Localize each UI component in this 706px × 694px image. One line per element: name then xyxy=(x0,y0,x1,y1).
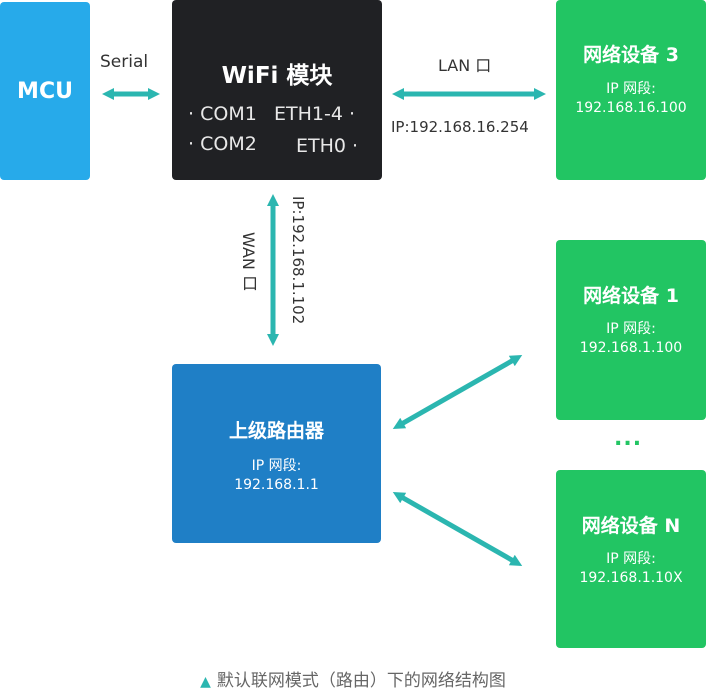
diagram-caption: ▲ 默认联网模式（路由）下的网络结构图 xyxy=(0,666,706,691)
router-ip: 192.168.1.1 xyxy=(234,477,319,493)
device-1-ip: 192.168.1.100 xyxy=(579,340,683,356)
router-device1-arrow xyxy=(392,355,523,429)
port-com2: · COM2 xyxy=(188,133,257,155)
mcu-box: MCU xyxy=(0,2,90,180)
router-box: 上级路由器 IP 网段: 192.168.1.1 xyxy=(172,364,381,543)
router-title: 上级路由器 xyxy=(228,420,324,442)
device-n-title: 网络设备 N xyxy=(581,515,681,537)
device-3-ip: 192.168.16.100 xyxy=(575,100,687,116)
router-ip-label: IP 网段: xyxy=(251,458,302,474)
router-deviceN-arrow xyxy=(392,492,523,566)
device-n-ip: 192.168.1.10X xyxy=(579,570,683,586)
wifi-module-box: WiFi 模块 · COM1 ETH1-4 · · COM2 ETH0 · xyxy=(172,0,382,180)
device-1-ip-label: IP 网段: xyxy=(606,321,656,337)
wan-ip: IP:192.168.1.102 xyxy=(289,196,307,325)
serial-label: Serial xyxy=(100,52,149,72)
port-com1: · COM1 xyxy=(188,103,257,125)
device-3-ip-label: IP 网段: xyxy=(606,81,656,97)
device-1-box: 网络设备 1 IP 网段: 192.168.1.100 xyxy=(556,240,706,420)
device-1-title: 网络设备 1 xyxy=(583,285,679,307)
port-eth0: ETH0 · xyxy=(296,135,359,157)
wan-label: WAN 口 xyxy=(239,232,258,291)
wifi-module-title: WiFi 模块 xyxy=(221,63,333,89)
more-devices-ellipsis: ... xyxy=(614,426,643,451)
port-eth1-4: ETH1-4 · xyxy=(274,103,356,125)
device-n-box: 网络设备 N IP 网段: 192.168.1.10X xyxy=(556,470,706,648)
triangle-icon: ▲ xyxy=(200,674,211,690)
device-3-title: 网络设备 3 xyxy=(583,44,679,66)
lan-ip: IP:192.168.16.254 xyxy=(391,118,529,136)
mcu-label: MCU xyxy=(17,78,73,104)
device-n-ip-label: IP 网段: xyxy=(606,551,656,567)
caption-text: 默认联网模式（路由）下的网络结构图 xyxy=(216,671,506,691)
device-3-box: 网络设备 3 IP 网段: 192.168.16.100 xyxy=(556,0,706,180)
lan-label: LAN 口 xyxy=(438,56,492,75)
